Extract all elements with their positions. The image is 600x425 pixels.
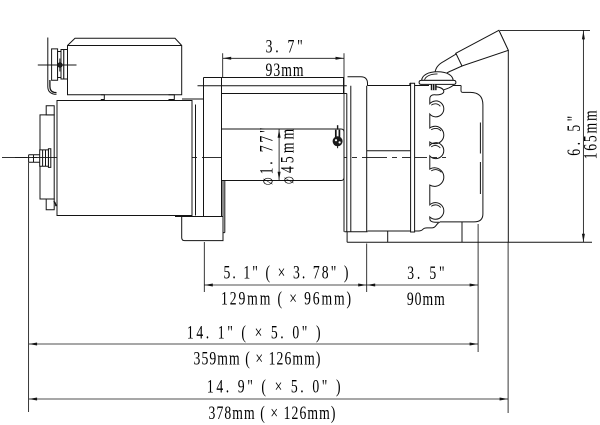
svg-text:93mm: 93mm bbox=[266, 59, 305, 81]
svg-text:90mm: 90mm bbox=[407, 288, 446, 310]
svg-text:5. 1" ( × 3. 78" ): 5. 1" ( × 3. 78" ) bbox=[223, 261, 350, 283]
svg-text:3. 5": 3. 5" bbox=[407, 262, 447, 284]
svg-text:6. 5": 6. 5" bbox=[563, 112, 585, 155]
svg-text:3. 7": 3. 7" bbox=[266, 35, 306, 57]
svg-text:359mm ( × 126mm): 359mm ( × 126mm) bbox=[194, 347, 322, 369]
svg-text:378mm ( × 126mm): 378mm ( × 126mm) bbox=[209, 402, 337, 424]
svg-text:165mm: 165mm bbox=[579, 109, 600, 160]
svg-text:14. 1" ( × 5. 0" ): 14. 1" ( × 5. 0" ) bbox=[187, 321, 323, 343]
svg-text:14. 9" ( × 5. 0" ): 14. 9" ( × 5. 0" ) bbox=[207, 375, 343, 397]
svg-text:∅45mm: ∅45mm bbox=[276, 126, 298, 185]
svg-text:129mm ( × 96mm): 129mm ( × 96mm) bbox=[221, 287, 353, 309]
svg-text:∅1. 77": ∅1. 77" bbox=[255, 125, 277, 186]
